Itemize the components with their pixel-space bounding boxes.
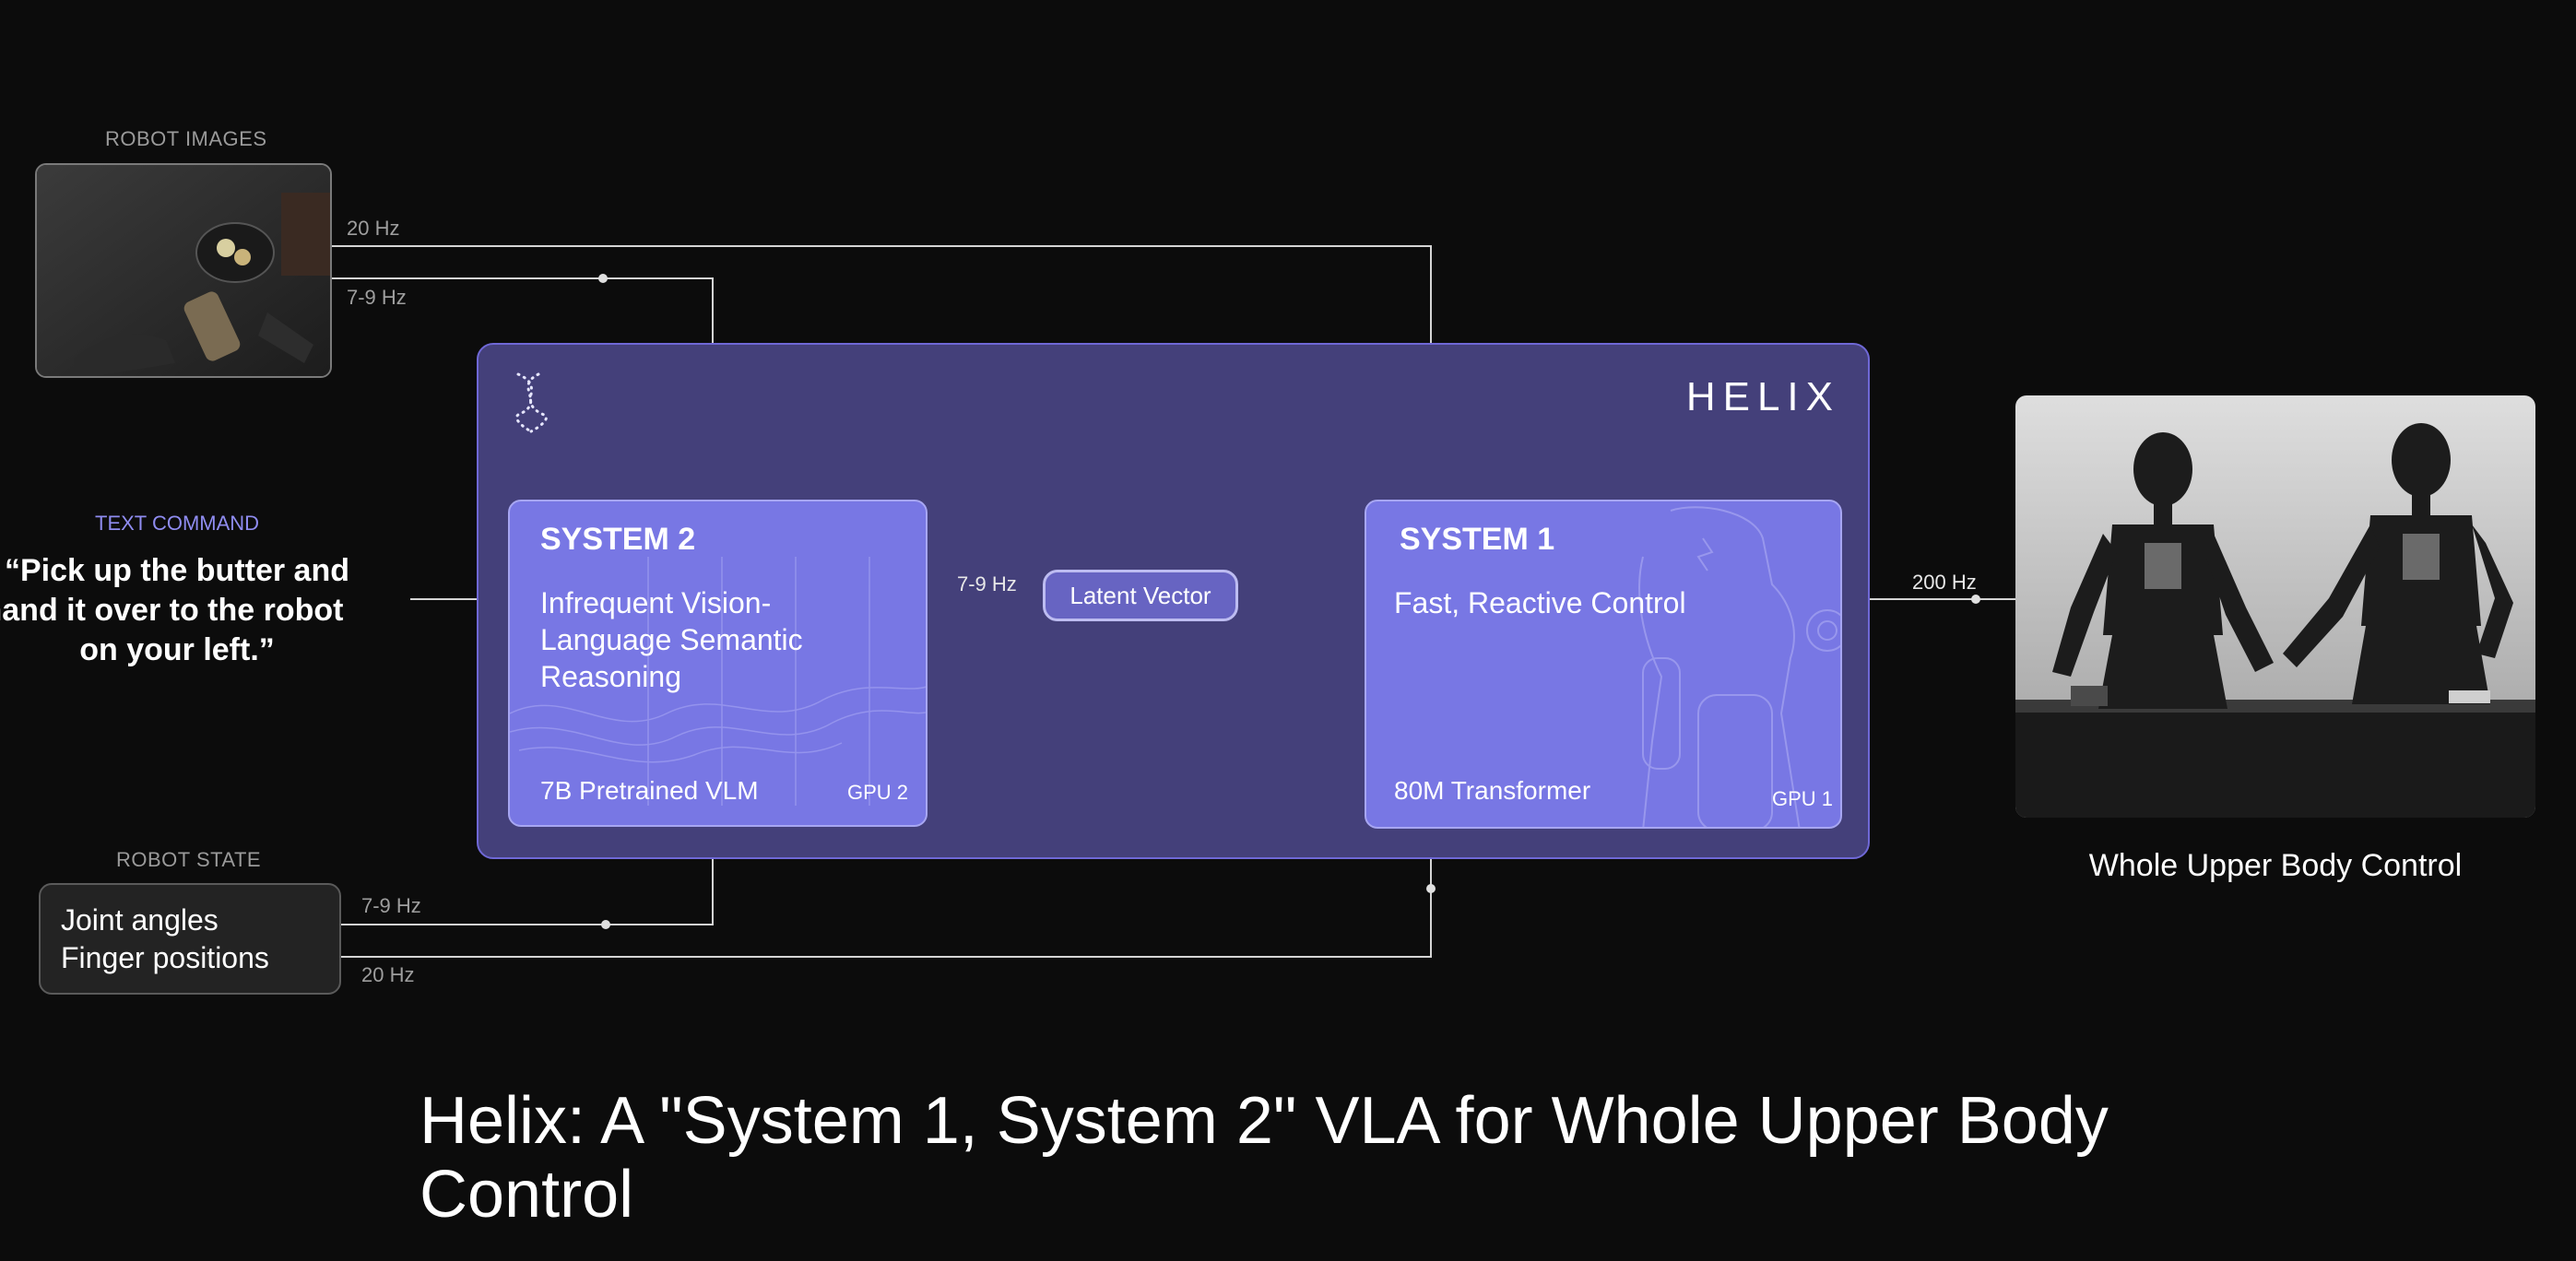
system2-desc-line: Reasoning (540, 660, 681, 693)
system2-desc-line: Infrequent Vision- (540, 586, 772, 619)
robots-output-photo (2015, 395, 2535, 818)
text-command-line: “Pick up the butter and (4, 553, 350, 588)
freq-output: 200 Hz (1912, 571, 1977, 594)
system1-description: Fast, Reactive Control (1394, 586, 1686, 619)
system2-description: Infrequent Vision- Language Semantic Rea… (540, 584, 803, 695)
system2-card: SYSTEM 2 Infrequent Vision- Language Sem… (508, 500, 928, 827)
robot-wireframe-decoration (1638, 506, 1840, 827)
system2-gpu: GPU 2 (847, 781, 909, 804)
system1-model: 80M Transformer (1394, 776, 1591, 805)
freq-images-79hz: 7-9 Hz (347, 286, 407, 309)
junction-dot (1426, 884, 1436, 893)
system1-gpu: GPU 1 (1772, 787, 1834, 810)
text-command-label: TEXT COMMAND (95, 512, 260, 535)
figure-caption-line: Control (419, 1158, 634, 1232)
system1-title: SYSTEM 1 (1400, 522, 1555, 557)
robot-images-photo (35, 163, 332, 378)
junction-dot (601, 920, 610, 929)
freq-state-20hz: 20 Hz (361, 963, 415, 986)
system1-card: SYSTEM 1 Fast, Reactive Control 80M Tran… (1365, 500, 1842, 829)
wire-state-to-system1 (341, 829, 1432, 958)
text-command: “Pick up the butter and hand it over to … (0, 551, 354, 670)
robot-state-box: Joint angles Finger positions (39, 883, 341, 995)
output-caption: Whole Upper Body Control (2088, 848, 2463, 883)
robot-state-line: Joint angles (61, 903, 219, 937)
text-command-line: on your left.” (79, 632, 275, 667)
freq-state-79hz: 7-9 Hz (361, 894, 421, 917)
junction-dot (1971, 595, 1980, 604)
robot-state-label: ROBOT STATE (116, 848, 262, 871)
system2-title: SYSTEM 2 (540, 522, 696, 557)
robot-images-label: ROBOT IMAGES (105, 127, 267, 150)
helix-wordmark: HELIX (1685, 374, 1840, 419)
robot-state-line: Finger positions (61, 941, 269, 974)
freq-images-20hz: 20 Hz (347, 217, 400, 240)
dna-helix-icon (511, 371, 551, 440)
freq-system2-latent: 7-9 Hz (957, 572, 1017, 595)
wire-state-to-system2 (341, 827, 714, 925)
latent-vector-node: Latent Vector (1043, 570, 1238, 621)
figure-caption: Helix: A "System 1, System 2" VLA for Wh… (419, 1084, 2109, 1232)
point-cloud-decoration (510, 557, 926, 806)
junction-dot (598, 274, 608, 283)
text-command-line: hand it over to the robot (0, 593, 344, 628)
figure-caption-line: Helix: A "System 1, System 2" VLA for Wh… (419, 1084, 2109, 1158)
system2-desc-line: Language Semantic (540, 623, 803, 656)
system2-model: 7B Pretrained VLM (540, 776, 759, 805)
